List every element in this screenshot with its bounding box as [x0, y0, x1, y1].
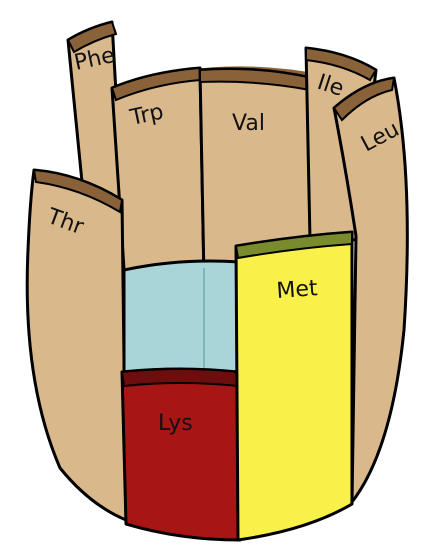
water-fill	[124, 261, 240, 378]
label-val: Val	[232, 111, 265, 136]
label-lys: Lys	[158, 411, 193, 436]
stave-lys	[122, 369, 240, 540]
label-met: Met	[276, 276, 319, 304]
